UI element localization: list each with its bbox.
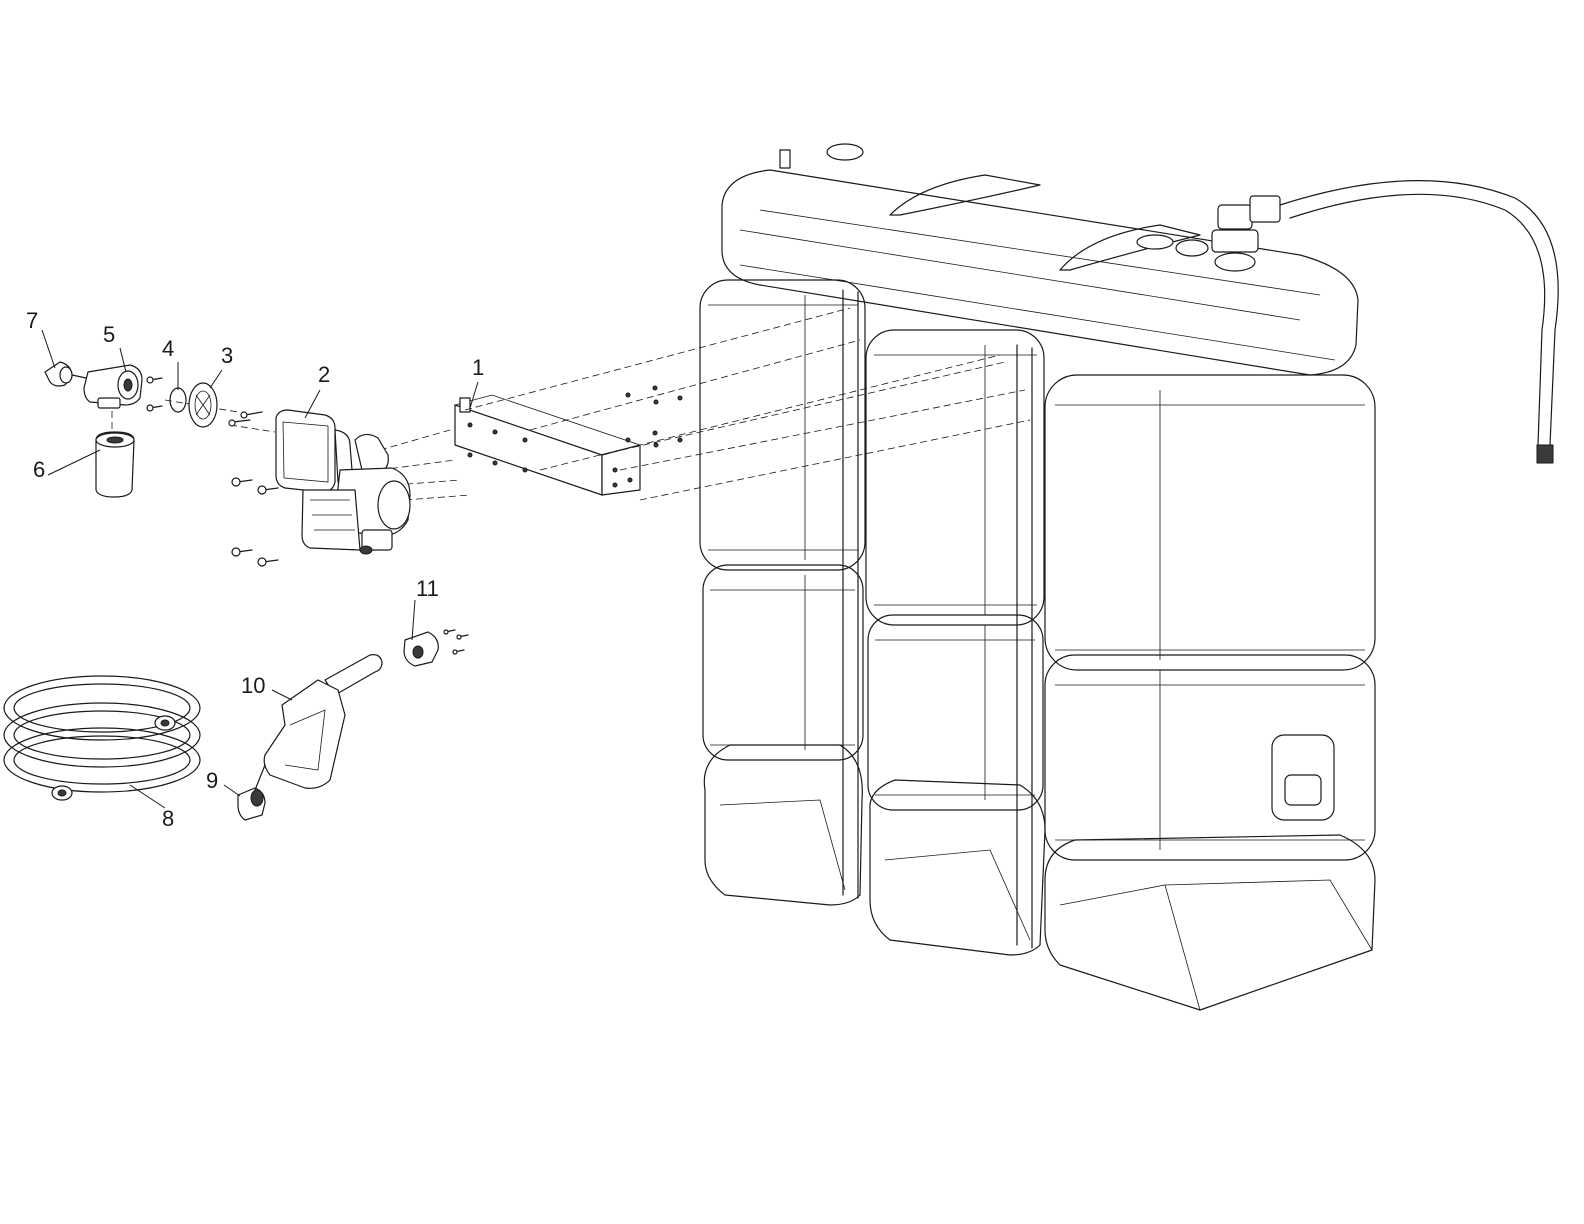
outlet-valve-collar xyxy=(1214,252,1256,272)
tank-outlet-assembly xyxy=(1211,180,1559,464)
pump-motor-end xyxy=(377,480,411,530)
delivery-hose xyxy=(3,675,201,801)
tank-handle-right xyxy=(1059,224,1201,271)
tank-drain-hatch xyxy=(1271,734,1335,821)
tank-handle-left xyxy=(889,174,1041,216)
tank-module-right-lower xyxy=(1044,654,1376,861)
tank-foot-right xyxy=(1044,834,1376,1011)
tank-fill-cap xyxy=(1175,239,1209,257)
return-hose-end-fitting xyxy=(1536,444,1554,464)
callout-9: 9 xyxy=(206,768,218,793)
tank-drain-handle xyxy=(1284,774,1322,806)
filter-head-adapter xyxy=(188,382,218,428)
callout-10: 10 xyxy=(241,673,265,698)
filter-head-bolts xyxy=(146,376,163,412)
callout-2: 2 xyxy=(318,362,330,387)
nozzle-spout xyxy=(324,654,383,696)
callout-4: 4 xyxy=(162,336,174,361)
nozzle-holder xyxy=(403,629,469,667)
outlet-coupling xyxy=(1249,195,1281,223)
mounting-bracket xyxy=(454,385,683,496)
tank-strap-right xyxy=(1016,344,1033,949)
tank-vent-cap xyxy=(826,143,864,161)
pump-outlet xyxy=(361,529,393,551)
nozzle-body xyxy=(263,679,346,789)
callout-labels: 1 2 3 4 5 6 7 8 9 10 11 xyxy=(26,308,484,831)
tank-module-left-upper xyxy=(699,279,866,571)
outlet-valve-handle xyxy=(1211,229,1259,253)
pump-meter-housing xyxy=(275,409,336,493)
tank-module-left-lower xyxy=(702,564,864,761)
tank-module-middle-lower xyxy=(867,614,1044,811)
tank-foot-left xyxy=(703,744,863,906)
filter-head xyxy=(83,364,143,409)
pump-mounting-bolts xyxy=(228,411,279,567)
tank-module-right-upper xyxy=(1044,374,1376,671)
swivel-fitting xyxy=(237,787,266,821)
return-hose xyxy=(1279,180,1559,446)
callout-7: 7 xyxy=(26,308,38,333)
pump-with-meter xyxy=(275,409,411,555)
outlet-valve-body xyxy=(1217,204,1253,230)
callout-3: 3 xyxy=(221,343,233,368)
callout-6: 6 xyxy=(33,457,45,482)
dispensing-nozzle xyxy=(254,654,383,791)
pump-motor xyxy=(301,489,361,551)
tank-gauge-port xyxy=(1136,234,1174,250)
elbow-fitting xyxy=(44,361,87,387)
tank-vent-pipe xyxy=(779,149,791,169)
callout-5: 5 xyxy=(103,322,115,347)
filter-cartridge xyxy=(95,431,135,498)
tank-strap-left xyxy=(842,289,859,899)
tank-top-cap xyxy=(721,169,1359,376)
callout-11: 11 xyxy=(416,576,439,601)
bracket-tab xyxy=(459,397,471,413)
tank-module-middle-upper xyxy=(865,329,1045,626)
tank-foot-middle xyxy=(869,779,1046,956)
pump-elbow xyxy=(354,433,389,473)
callout-8: 8 xyxy=(162,806,174,831)
callout-1: 1 xyxy=(472,355,484,380)
callout-leaders xyxy=(41,329,479,809)
o-ring xyxy=(169,387,187,413)
storage-tank xyxy=(699,143,1376,1011)
